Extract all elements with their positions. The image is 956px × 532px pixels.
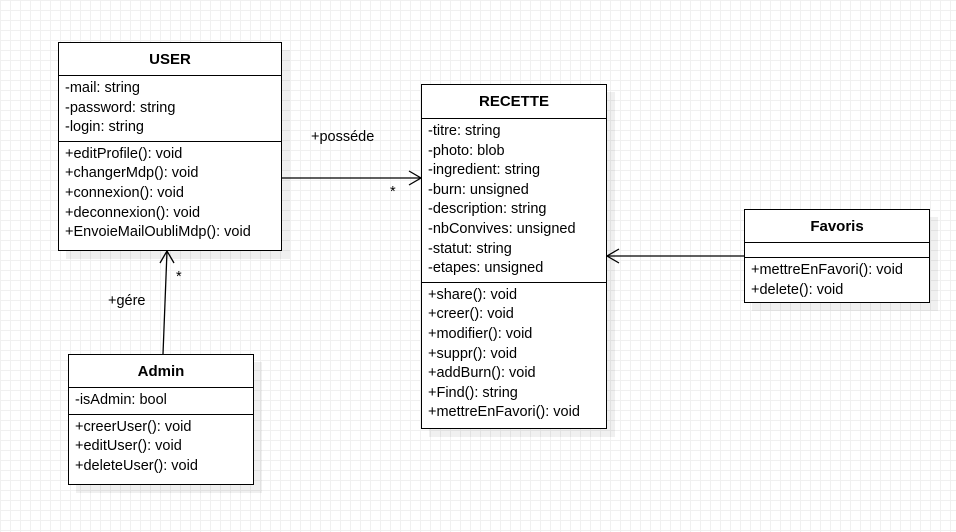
method: +Find(): string bbox=[428, 384, 518, 401]
attribute: -isAdmin: bool bbox=[75, 392, 167, 408]
method: +mettreEnFavori(): void bbox=[751, 262, 903, 278]
attribute: -login: string bbox=[65, 119, 144, 136]
edge-possede-multiplicity: * bbox=[390, 184, 396, 200]
edge-gere-multiplicity: * bbox=[176, 269, 182, 285]
edge-gere bbox=[162, 250, 168, 355]
attribute: -nbConvives: unsigned bbox=[428, 220, 576, 237]
attribute: -description: string bbox=[428, 201, 547, 218]
class-admin-methods: +creerUser(): void +editUser(): void +de… bbox=[69, 413, 253, 480]
class-recette-name: RECETTE bbox=[422, 85, 606, 119]
attribute: -titre: string bbox=[428, 123, 501, 139]
class-favoris-name: Favoris bbox=[745, 210, 929, 243]
class-user-name: USER bbox=[59, 43, 281, 76]
edge-possede-label: +posséde bbox=[311, 129, 375, 145]
class-favoris-methods: +mettreEnFavori(): void +delete(): void bbox=[745, 257, 929, 303]
class-admin[interactable]: Admin -isAdmin: bool +creerUser(): void … bbox=[68, 354, 254, 485]
method: +editUser(): void bbox=[75, 438, 182, 455]
attribute: -burn: unsigned bbox=[428, 181, 529, 198]
attribute: -etapes: unsigned bbox=[428, 260, 544, 277]
class-favoris-attributes bbox=[745, 243, 929, 257]
method: +editProfile(): void bbox=[65, 145, 183, 162]
class-user-attributes: -mail: string -password: string -login: … bbox=[59, 76, 281, 141]
edge-favoris-recette-arrowhead bbox=[605, 248, 620, 264]
method: +suppr(): void bbox=[428, 345, 518, 362]
method: +modifier(): void bbox=[428, 325, 533, 342]
method: +addBurn(): void bbox=[428, 365, 536, 382]
class-recette-methods: +share(): void +creer(): void +modifier(… bbox=[422, 281, 606, 426]
method: +EnvoieMailOubliMdp(): void bbox=[65, 224, 251, 241]
method: +creer(): void bbox=[428, 306, 514, 323]
method: +creerUser(): void bbox=[75, 418, 192, 435]
class-recette-attributes: -titre: string -photo: blob -ingredient:… bbox=[422, 119, 606, 282]
class-admin-attributes: -isAdmin: bool bbox=[69, 388, 253, 414]
class-favoris[interactable]: Favoris +mettreEnFavori(): void +delete(… bbox=[744, 209, 930, 303]
class-user-methods: +editProfile(): void +changerMdp(): void… bbox=[59, 140, 281, 246]
method: +deconnexion(): void bbox=[65, 204, 201, 221]
attribute: -statut: string bbox=[428, 240, 512, 257]
method: +mettreEnFavori(): void bbox=[428, 404, 580, 421]
class-user[interactable]: USER -mail: string -password: string -lo… bbox=[58, 42, 282, 251]
method: +changerMdp(): void bbox=[65, 165, 199, 182]
method: +share(): void bbox=[428, 286, 518, 303]
edge-gere-arrowhead bbox=[159, 249, 175, 264]
method: +deleteUser(): void bbox=[75, 457, 198, 474]
attribute: -photo: blob bbox=[428, 142, 505, 159]
edge-gere-label: +gére bbox=[108, 293, 146, 309]
class-recette[interactable]: RECETTE -titre: string -photo: blob -ing… bbox=[421, 84, 607, 429]
class-admin-name: Admin bbox=[69, 355, 253, 388]
attribute: -password: string bbox=[65, 99, 176, 116]
attribute: -mail: string bbox=[65, 80, 140, 96]
method: +delete(): void bbox=[751, 281, 844, 298]
method: +connexion(): void bbox=[65, 184, 184, 201]
attribute: -ingredient: string bbox=[428, 162, 541, 179]
